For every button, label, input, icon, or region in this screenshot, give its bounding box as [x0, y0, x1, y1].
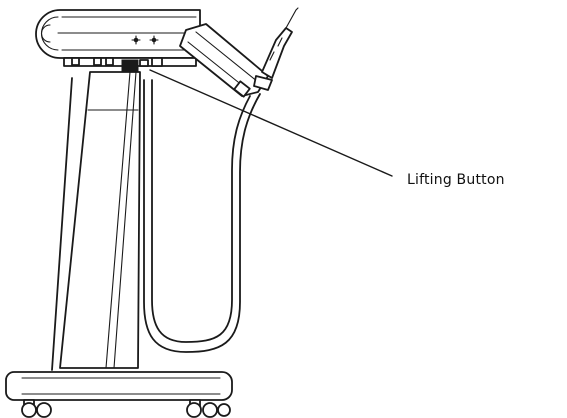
handpiece-arm	[179, 23, 269, 98]
lifting-button	[121, 59, 139, 73]
cart-base	[5, 371, 233, 401]
caster-wheels	[21, 399, 231, 418]
lifting-button-label: Lifting Button	[407, 172, 505, 188]
support-column	[51, 71, 141, 371]
handpiece-icon	[253, 7, 299, 91]
top-tray	[35, 9, 201, 73]
hose	[143, 79, 261, 353]
callout-leader-line	[149, 69, 393, 177]
